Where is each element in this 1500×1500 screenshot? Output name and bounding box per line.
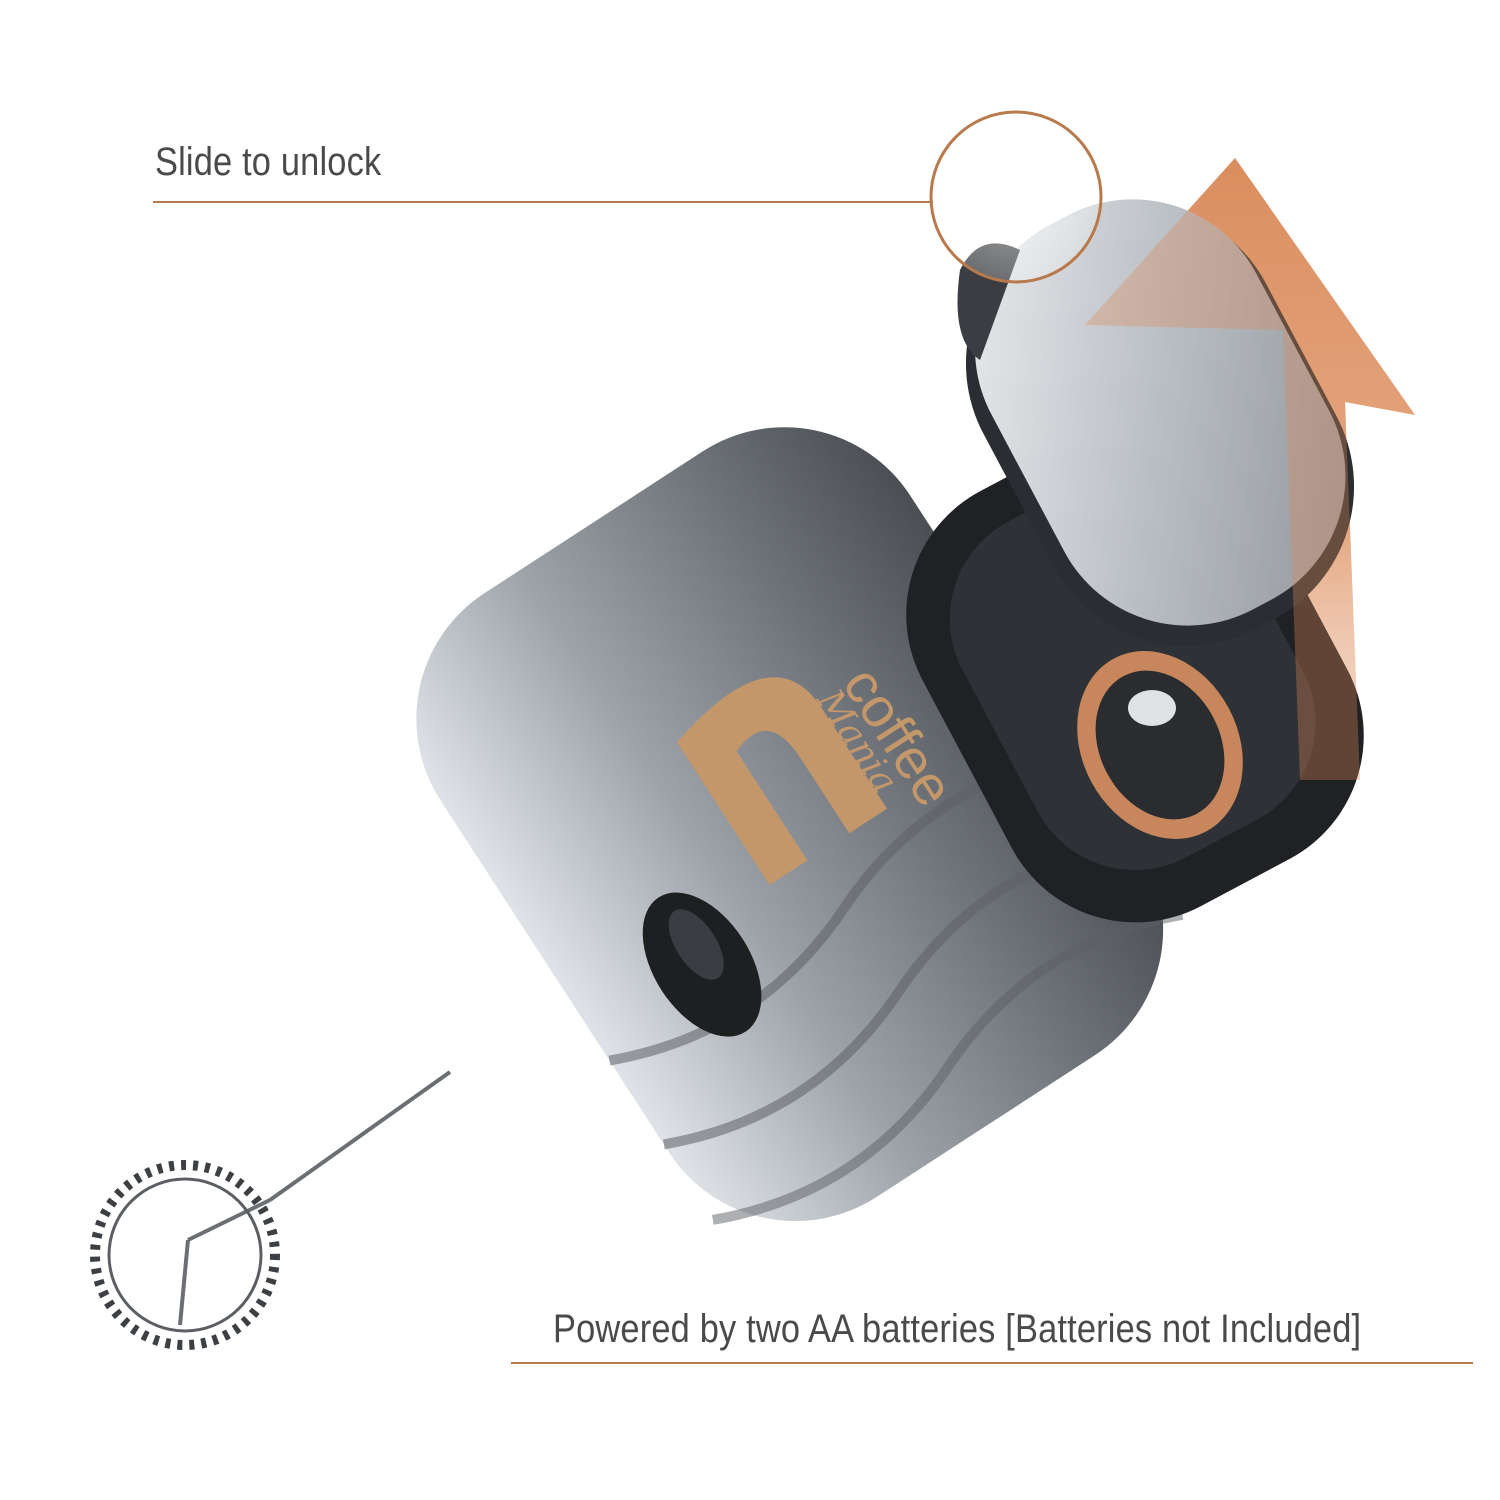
brand-logo: coffee Mania [677,656,967,885]
slide-to-unlock-label: Slide to unlock [155,140,382,184]
callout-circle [929,110,1103,284]
battery-info-label: Powered by two AA batteries [Batteries n… [553,1307,1362,1351]
battery-cover [957,199,1355,646]
unlock-callout-line [153,201,933,203]
battery-callout-line [511,1362,1473,1364]
whisk-icon [90,1070,452,1350]
